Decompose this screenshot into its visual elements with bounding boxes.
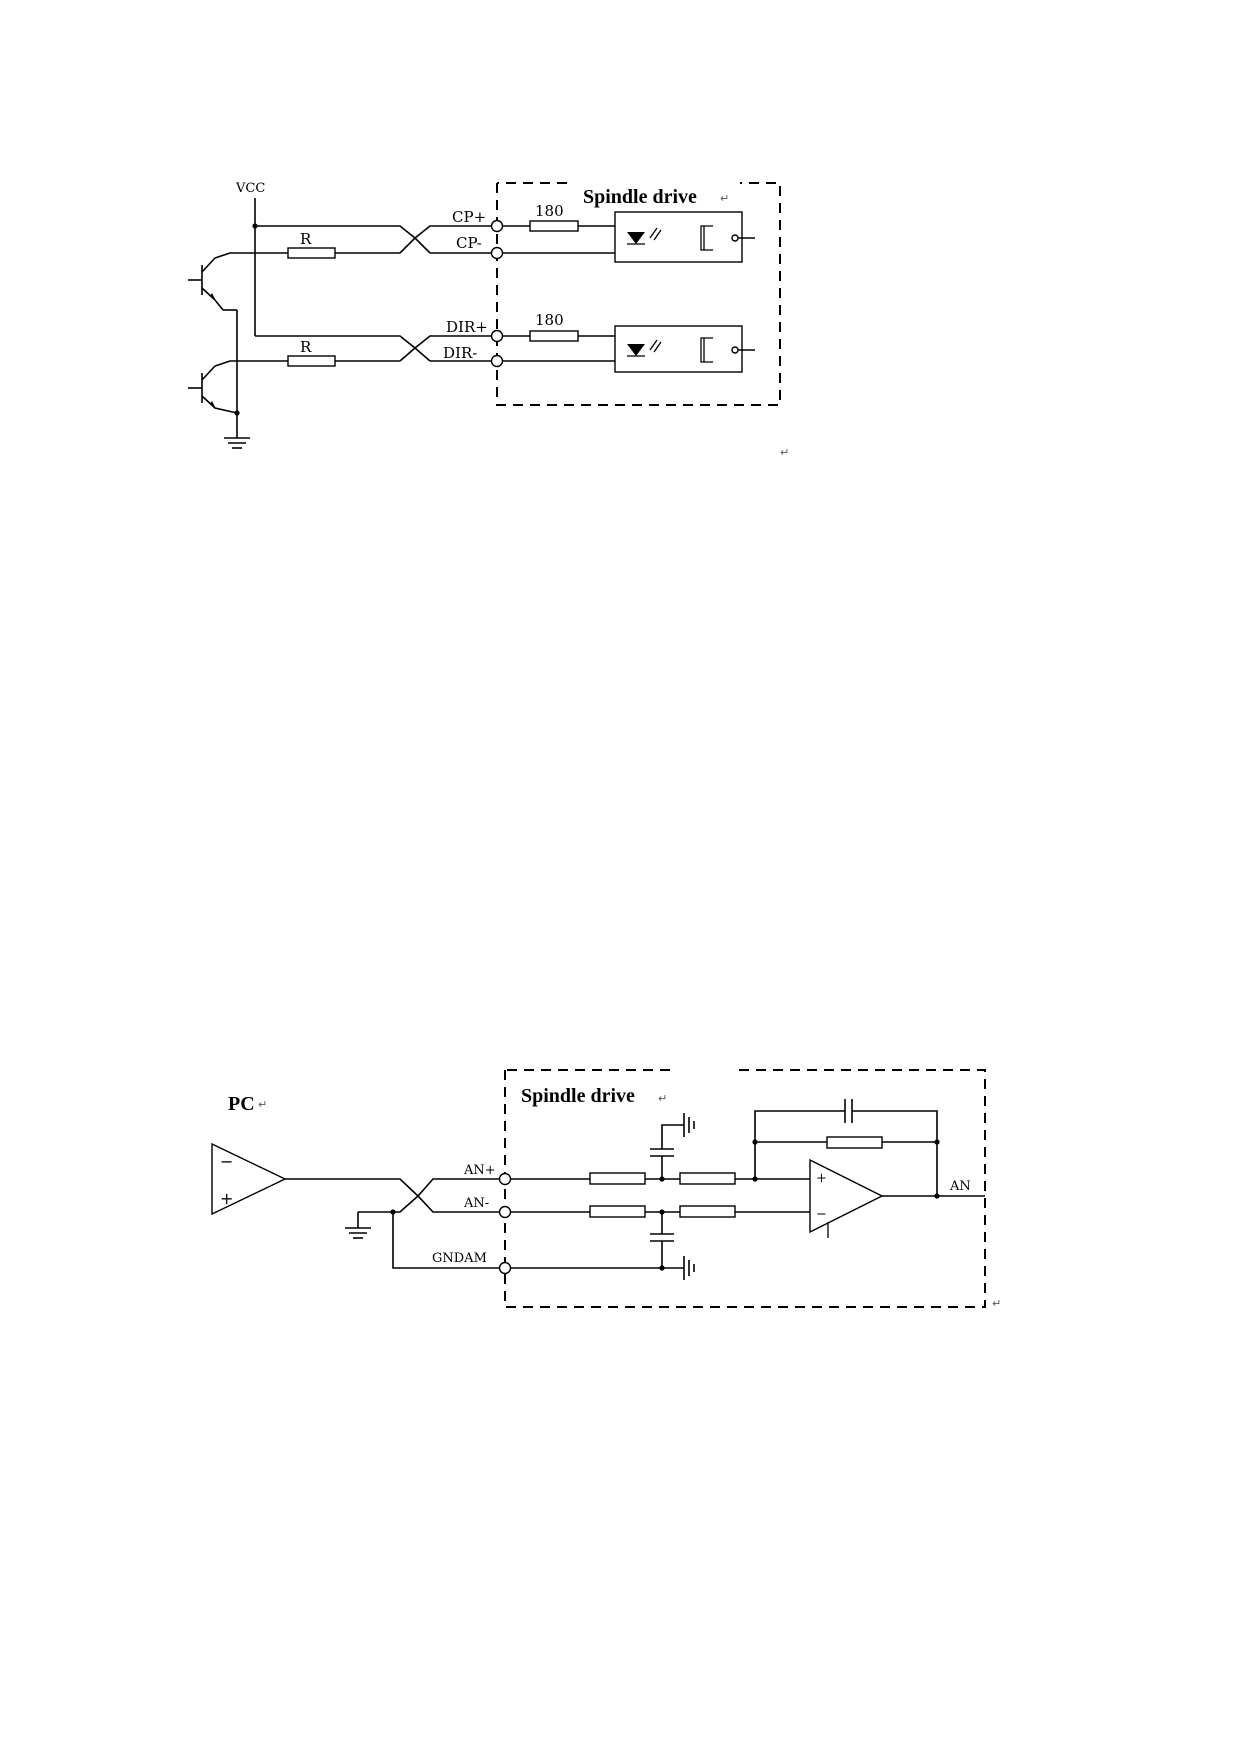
opto-output-dir [731,346,739,354]
ground-icon-cap-bottom [683,1256,695,1280]
light-arrow-icon-cp [649,227,662,241]
resistor-180-cp-label: 180 [535,202,564,220]
led-icon-cp [627,232,645,244]
opto-output-cp [731,234,739,242]
npn-transistor-icon-2 [188,365,238,414]
resistor-180-dir [529,330,579,342]
drive-op-minus: − [816,1207,827,1222]
resistor-an-plus-1 [589,1172,646,1185]
phototransistor-icon-cp [700,225,713,251]
resistor-an-plus-2 [679,1172,736,1185]
cp-minus-terminal [490,246,504,260]
pc-op-plus: + [220,1189,233,1208]
gndam-wire [392,1212,505,1269]
ground-junction [234,410,240,416]
feedback-cap-wire-left [754,1110,845,1179]
drive-title-2: Spindle drive [521,1085,635,1107]
pc-op-amp-icon [211,1142,287,1216]
pulse-direction-wiring-diagram: Spindle drive ↵ VCC CP+ 180 R CP- [188,181,789,459]
gndam-label: GNDAM [432,1251,487,1266]
drive-op-amp-icon [809,1158,884,1234]
an-output-label: AN [949,1179,971,1194]
dir-plus-terminal [490,329,504,343]
dir-minus-terminal [490,354,504,368]
capacitor-icon-top [650,1148,674,1157]
dir-plus-wire [255,335,431,362]
ground-icon-2 [345,1227,371,1239]
feedback-junction-left [752,1139,758,1145]
dir-plus-label: DIR+ [446,318,488,336]
para-mark-5: ↵ [992,1297,1001,1310]
cp-minus-label: CP- [456,234,482,252]
gndam-terminal [498,1261,512,1275]
pc-op-minus: − [220,1152,233,1171]
an-plus-wire [393,1178,505,1213]
spindle-drive-boundary-1 [496,182,781,406]
output-junction [934,1193,940,1199]
phototransistor-icon-dir [700,337,713,363]
pc-label: PC [228,1093,255,1115]
capacitor-icon-bottom [650,1233,674,1242]
resistor-r-cp [287,247,336,259]
ground-icon-cap-top [683,1113,695,1137]
resistor-r-cp-label: R [300,230,312,248]
an-minus-terminal [498,1205,512,1219]
feedback-junction-right [934,1139,940,1145]
drive-title-1: Spindle drive [583,186,697,208]
para-mark-2: ↵ [780,446,789,459]
cp-plus-label: CP+ [452,208,486,226]
ground-icon-1 [224,437,250,449]
resistor-180-cp [529,220,579,232]
resistor-an-minus-1 [589,1205,646,1218]
drive-op-plus: + [816,1171,827,1186]
dir-twisted-wire [399,335,497,362]
resistor-an-minus-2 [679,1205,736,1218]
resistor-feedback [826,1136,883,1149]
an-plus-terminal [498,1172,512,1186]
cp-plus-wire [255,225,431,254]
resistor-r-dir-label: R [300,338,312,356]
feedback-cap-wire-right [852,1110,938,1195]
an-plus-label: AN+ [463,1163,496,1178]
cap-top-ground-lead [661,1124,684,1149]
cp-plus-terminal [490,219,504,233]
gndam-junction [659,1265,665,1271]
capacitor-icon-feedback [844,1099,853,1123]
dir-minus-label: DIR- [443,344,477,362]
spindle-drive-boundary-2 [504,1069,986,1308]
resistor-r-dir [287,355,336,367]
para-mark-3: ↵ [658,1092,667,1105]
led-icon-dir [627,344,645,356]
resistor-180-dir-label: 180 [535,311,564,329]
npn-transistor-icon-1 [188,257,224,311]
dir-minus-left-wire [214,360,288,367]
para-mark-1: ↵ [720,192,729,205]
para-mark-4: ↵ [258,1098,267,1111]
an-minus-label: AN- [463,1196,489,1211]
analog-input-wiring-diagram: Spindle drive ↵ PC ↵ − + AN+ AN- GNDAM [211,1069,1001,1310]
light-arrow-icon-dir [649,339,662,353]
cp-minus-left-wire [214,252,288,259]
cp-twisted-wire [399,225,497,254]
vcc-label: VCC [235,181,265,196]
